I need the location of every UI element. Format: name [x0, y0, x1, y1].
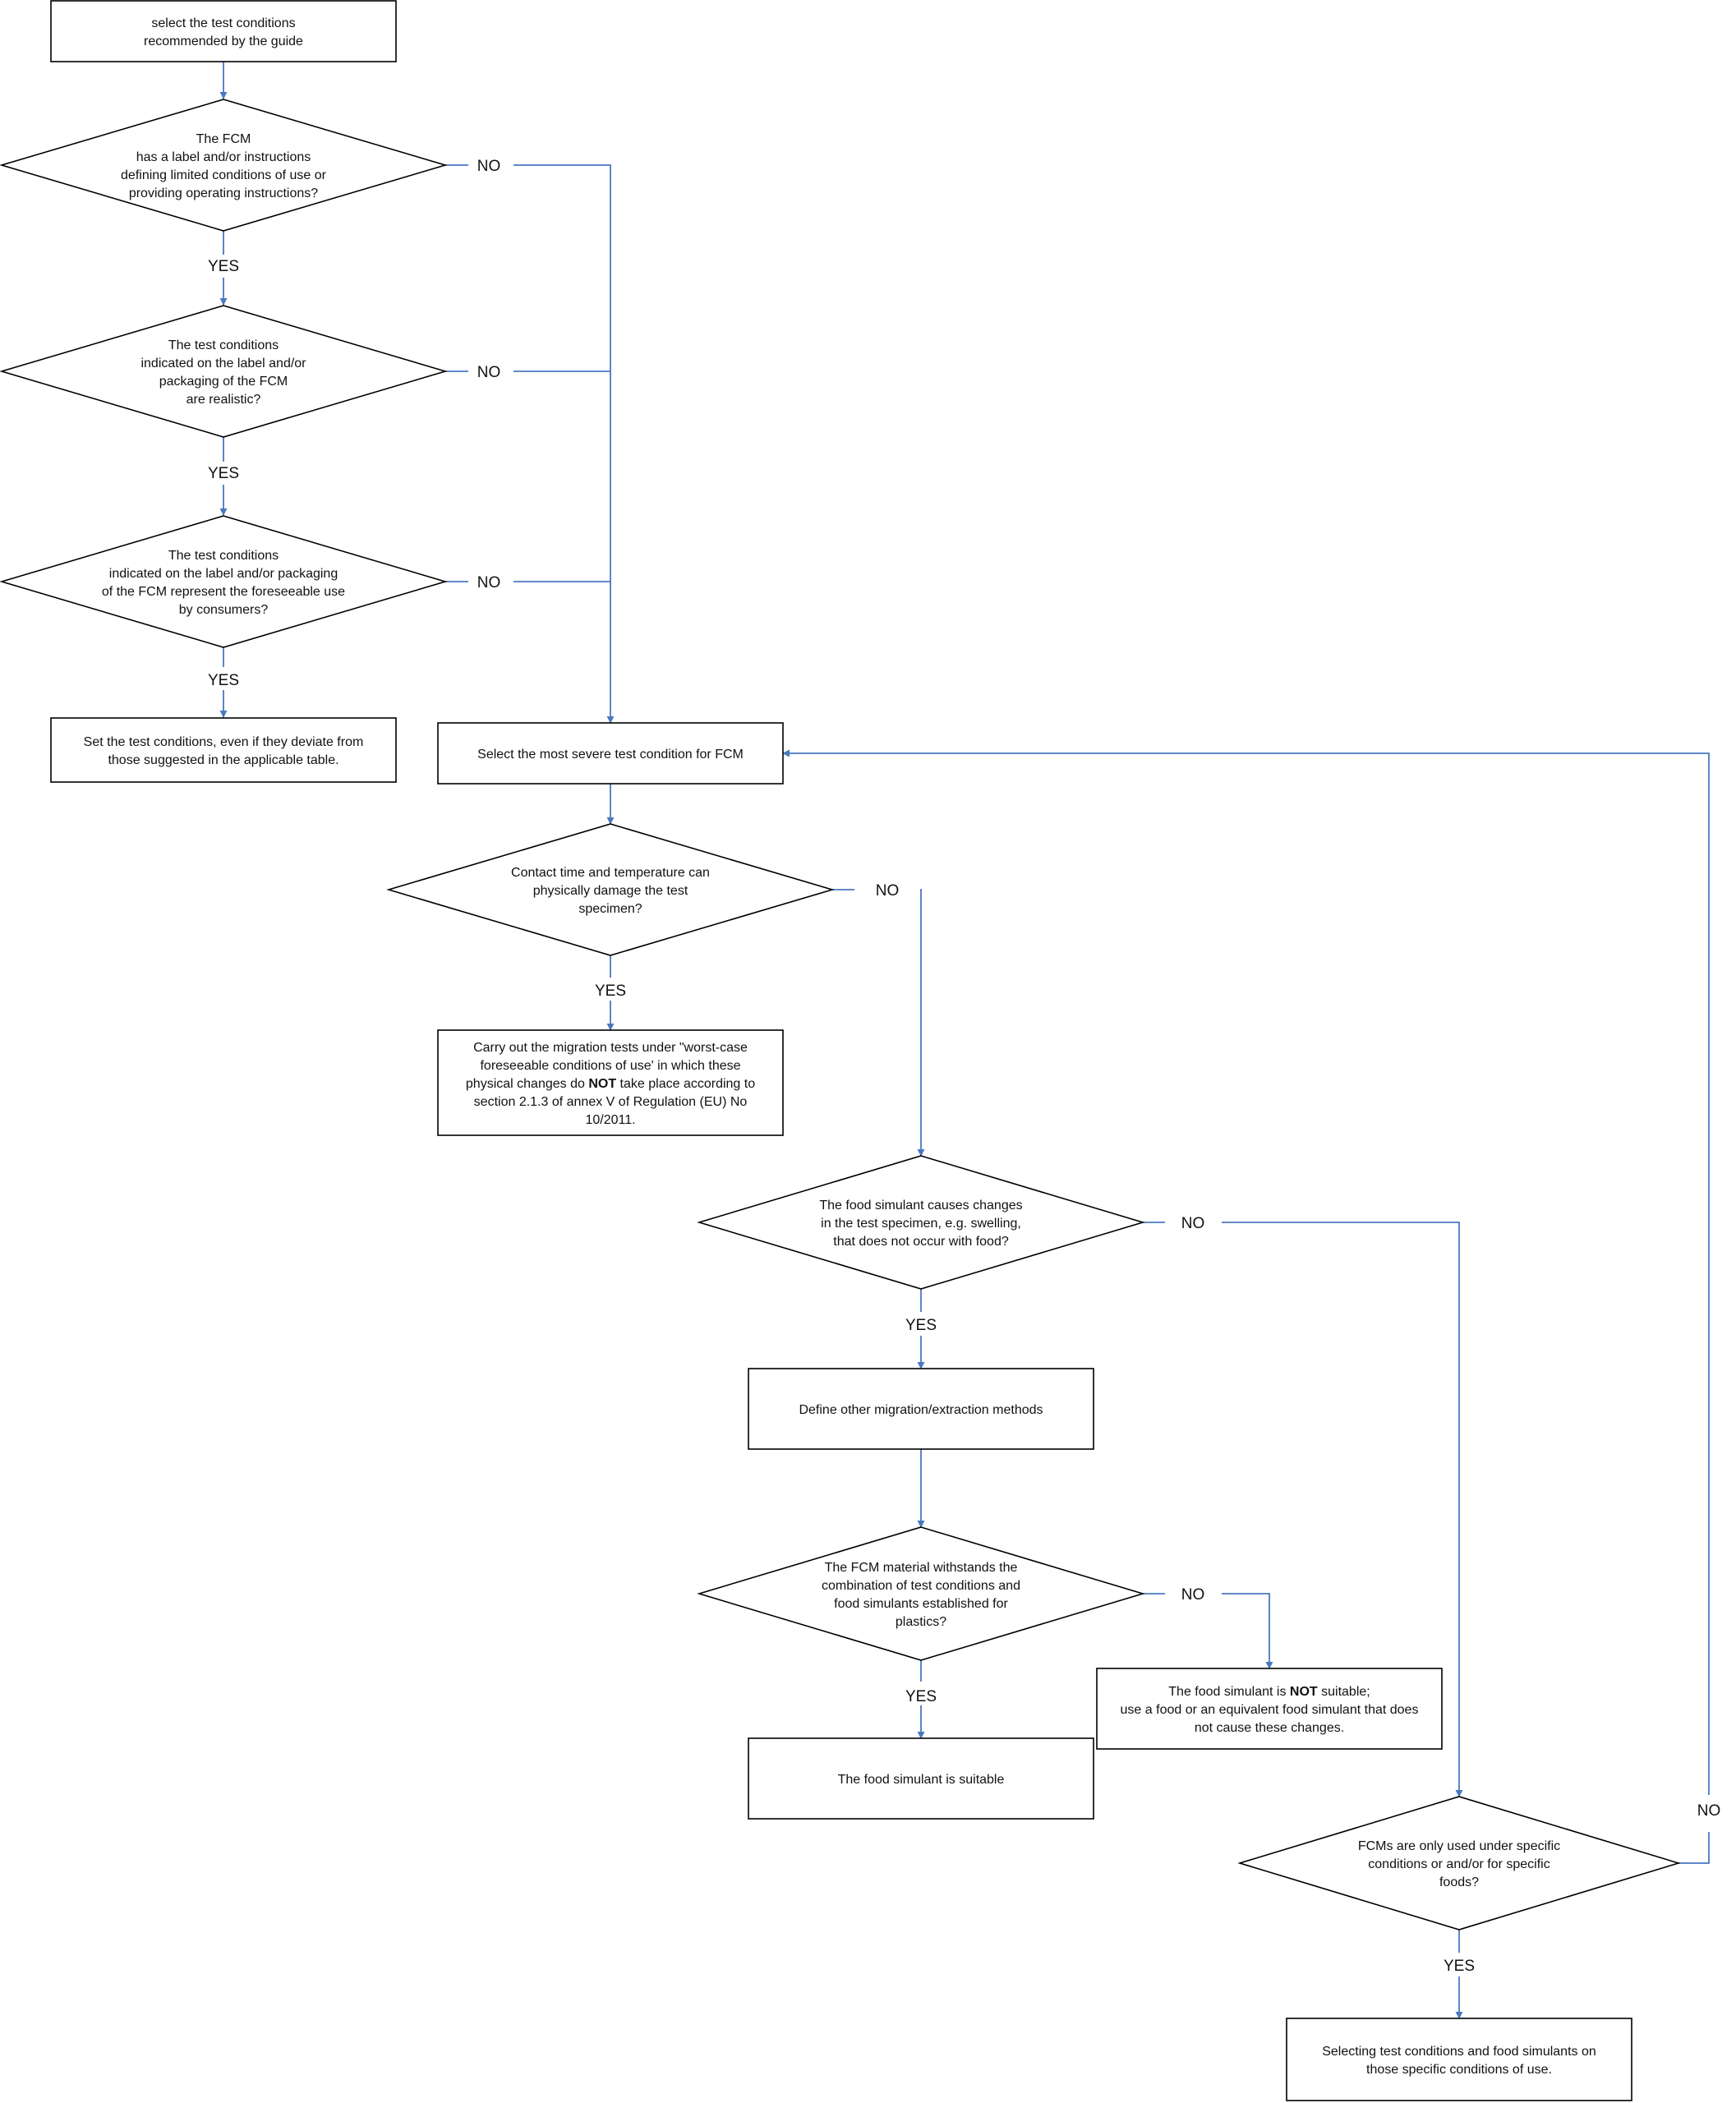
box-simulant-not-suitable-text-line: not cause these changes.: [1195, 1721, 1344, 1735]
edge-label-yes: YES: [905, 1688, 937, 1705]
box-simulant-not-suitable-text-line: use a food or an equivalent food simulan…: [1121, 1703, 1419, 1717]
box-most-severe-condition-shape: [437, 722, 784, 785]
decision-physical-damage-shape: [386, 823, 835, 956]
box-set-test-conditions-text-line: those suggested in the applicable table.: [108, 753, 338, 767]
edge-label-no: NO: [876, 882, 900, 900]
decision-withstands-conditions-text-line: plastics?: [896, 1615, 946, 1629]
box-simulant-suitable: The food simulant is suitable: [748, 1737, 1094, 1820]
box-worst-case-tests-text-line: Carry out the migration tests under "wor…: [473, 1041, 748, 1055]
decision-specific-conditions-text-line: FCMs are only used under specific: [1358, 1839, 1560, 1853]
box-worst-case-tests-shape: [437, 1029, 784, 1136]
edge-label-yes: YES: [905, 1317, 937, 1334]
decision-physical-damage-text-line: physically damage the test: [533, 884, 688, 898]
start-box-shape: [50, 0, 397, 62]
edge-label-no: NO: [1181, 1215, 1205, 1232]
box-simulant-suitable-shape: [748, 1737, 1094, 1820]
decision-withstands-conditions-text-line: combination of test conditions and: [822, 1579, 1020, 1593]
decision-foreseeable-use-text-line: of the FCM represent the foreseeable use: [102, 585, 345, 599]
decision-label-instructions-text-line: defining limited conditions of use or: [121, 168, 327, 182]
decision-foreseeable-use-text-line: by consumers?: [179, 603, 269, 617]
decision-withstands-conditions-shape: [697, 1526, 1145, 1661]
box-define-other-methods-text-line: Define other migration/extraction method…: [799, 1403, 1043, 1417]
box-selecting-specific-conditions-text-line: Selecting test conditions and food simul…: [1322, 2045, 1596, 2059]
decision-simulant-changes: The food simulant causes changes in the t…: [697, 1155, 1145, 1290]
edge-label-yes: YES: [208, 465, 239, 482]
box-worst-case-tests-text-line: foreseeable conditions of use' in which …: [480, 1059, 740, 1073]
decision-simulant-changes-text-line: in the test specimen, e.g. swelling,: [821, 1217, 1021, 1231]
start-box-text-line: select the test conditions: [151, 16, 295, 30]
decision-simulant-changes-text-line: The food simulant causes changes: [819, 1199, 1022, 1213]
decision-label-instructions-text-line: has a label and/or instructions: [136, 150, 311, 164]
box-simulant-not-suitable: The food simulant is NOT suitable; use a …: [1096, 1668, 1443, 1750]
connector-d7-no: [782, 749, 1710, 1795]
box-most-severe-condition: Select the most severe test condition fo…: [437, 722, 784, 785]
decision-conditions-realistic-text-line: The test conditions: [168, 338, 279, 352]
box-worst-case-tests-text-line: physical changes do NOT take place accor…: [466, 1077, 755, 1091]
connector-d1-no: [513, 164, 615, 724]
connector-d4-no: [917, 889, 925, 1157]
edge-label-no: NO: [477, 158, 501, 175]
edge-label-no: NO: [1181, 1586, 1205, 1604]
decision-conditions-realistic: The test conditions indicated on the labe…: [0, 305, 448, 438]
edge-label-no: NO: [477, 364, 501, 381]
box-define-other-methods-shape: [748, 1368, 1094, 1450]
decision-withstands-conditions: The FCM material withstands the combinati…: [697, 1526, 1145, 1661]
decision-label-instructions-text-line: The FCM: [196, 132, 251, 146]
box-set-test-conditions-text-line: Set the test conditions, even if they de…: [84, 735, 364, 749]
box-simulant-suitable-text-line: The food simulant is suitable: [838, 1773, 1005, 1787]
box-selecting-specific-conditions-text-line: those specific conditions of use.: [1366, 2063, 1552, 2077]
decision-foreseeable-use-text-line: indicated on the label and/or packaging: [109, 567, 338, 581]
connector-d5-no: [1222, 1222, 1463, 1797]
box-simulant-not-suitable-shape: [1096, 1668, 1443, 1750]
edge-label-no: NO: [477, 574, 501, 591]
edge-label-yes: YES: [595, 982, 626, 1000]
decision-specific-conditions-shape: [1237, 1796, 1681, 1930]
box-selecting-specific-conditions: Selecting test conditions and food simul…: [1286, 2018, 1632, 2101]
decision-conditions-realistic-text-line: indicated on the label and/or: [140, 357, 306, 370]
connector-d7-no-stub: [1678, 1832, 1710, 1864]
box-selecting-specific-conditions-shape: [1286, 2018, 1632, 2101]
decision-physical-damage-text-line: Contact time and temperature can: [511, 866, 710, 880]
decision-simulant-changes-text-line: that does not occur with food?: [833, 1235, 1009, 1249]
decision-withstands-conditions-text-line: The FCM material withstands the: [825, 1561, 1018, 1575]
decision-withstands-conditions-text-line: food simulants established for: [834, 1597, 1008, 1611]
decision-conditions-realistic-shape: [0, 305, 448, 438]
box-set-test-conditions: Set the test conditions, even if they de…: [50, 717, 397, 783]
connector-d6-no: [1222, 1593, 1273, 1669]
decision-label-instructions-text-line: providing operating instructions?: [129, 186, 318, 200]
decision-label-instructions-shape: [0, 99, 448, 232]
box-most-severe-condition-text-line: Select the most severe test condition fo…: [477, 748, 744, 762]
box-define-other-methods: Define other migration/extraction method…: [748, 1368, 1094, 1450]
edge-label-yes: YES: [1444, 1958, 1475, 1975]
decision-foreseeable-use-shape: [0, 515, 448, 648]
edge-label-yes: YES: [208, 258, 239, 275]
decision-simulant-changes-shape: [697, 1155, 1145, 1290]
box-worst-case-tests-text-line: section 2.1.3 of annex V of Regulation (…: [474, 1095, 748, 1109]
decision-label-instructions: The FCM has a label and/or instructions de…: [0, 99, 448, 232]
decision-physical-damage: Contact time and temperature can physical…: [386, 823, 835, 956]
decision-specific-conditions: FCMs are only used under specific conditi…: [1237, 1796, 1681, 1930]
decision-physical-damage-text-line: specimen?: [578, 902, 642, 916]
edge-label-yes: YES: [208, 672, 239, 689]
decision-specific-conditions-text-line: conditions or and/or for specific: [1368, 1857, 1550, 1871]
decision-foreseeable-use: The test conditions indicated on the labe…: [0, 515, 448, 648]
decision-specific-conditions-text-line: foods?: [1439, 1875, 1479, 1889]
start-box: select the test conditions recommended by…: [50, 0, 397, 62]
decision-conditions-realistic-text-line: are realistic?: [186, 393, 261, 407]
box-simulant-not-suitable-text-line: The food simulant is NOT suitable;: [1168, 1685, 1370, 1699]
decision-foreseeable-use-text-line: The test conditions: [168, 549, 279, 563]
box-worst-case-tests-text-line: 10/2011.: [585, 1113, 635, 1127]
box-worst-case-tests: Carry out the migration tests under "wor…: [437, 1029, 784, 1136]
box-set-test-conditions-shape: [50, 717, 397, 783]
edge-label-no: NO: [1697, 1802, 1721, 1820]
decision-conditions-realistic-text-line: packaging of the FCM: [159, 375, 288, 389]
start-box-text-line: recommended by the guide: [144, 35, 303, 48]
